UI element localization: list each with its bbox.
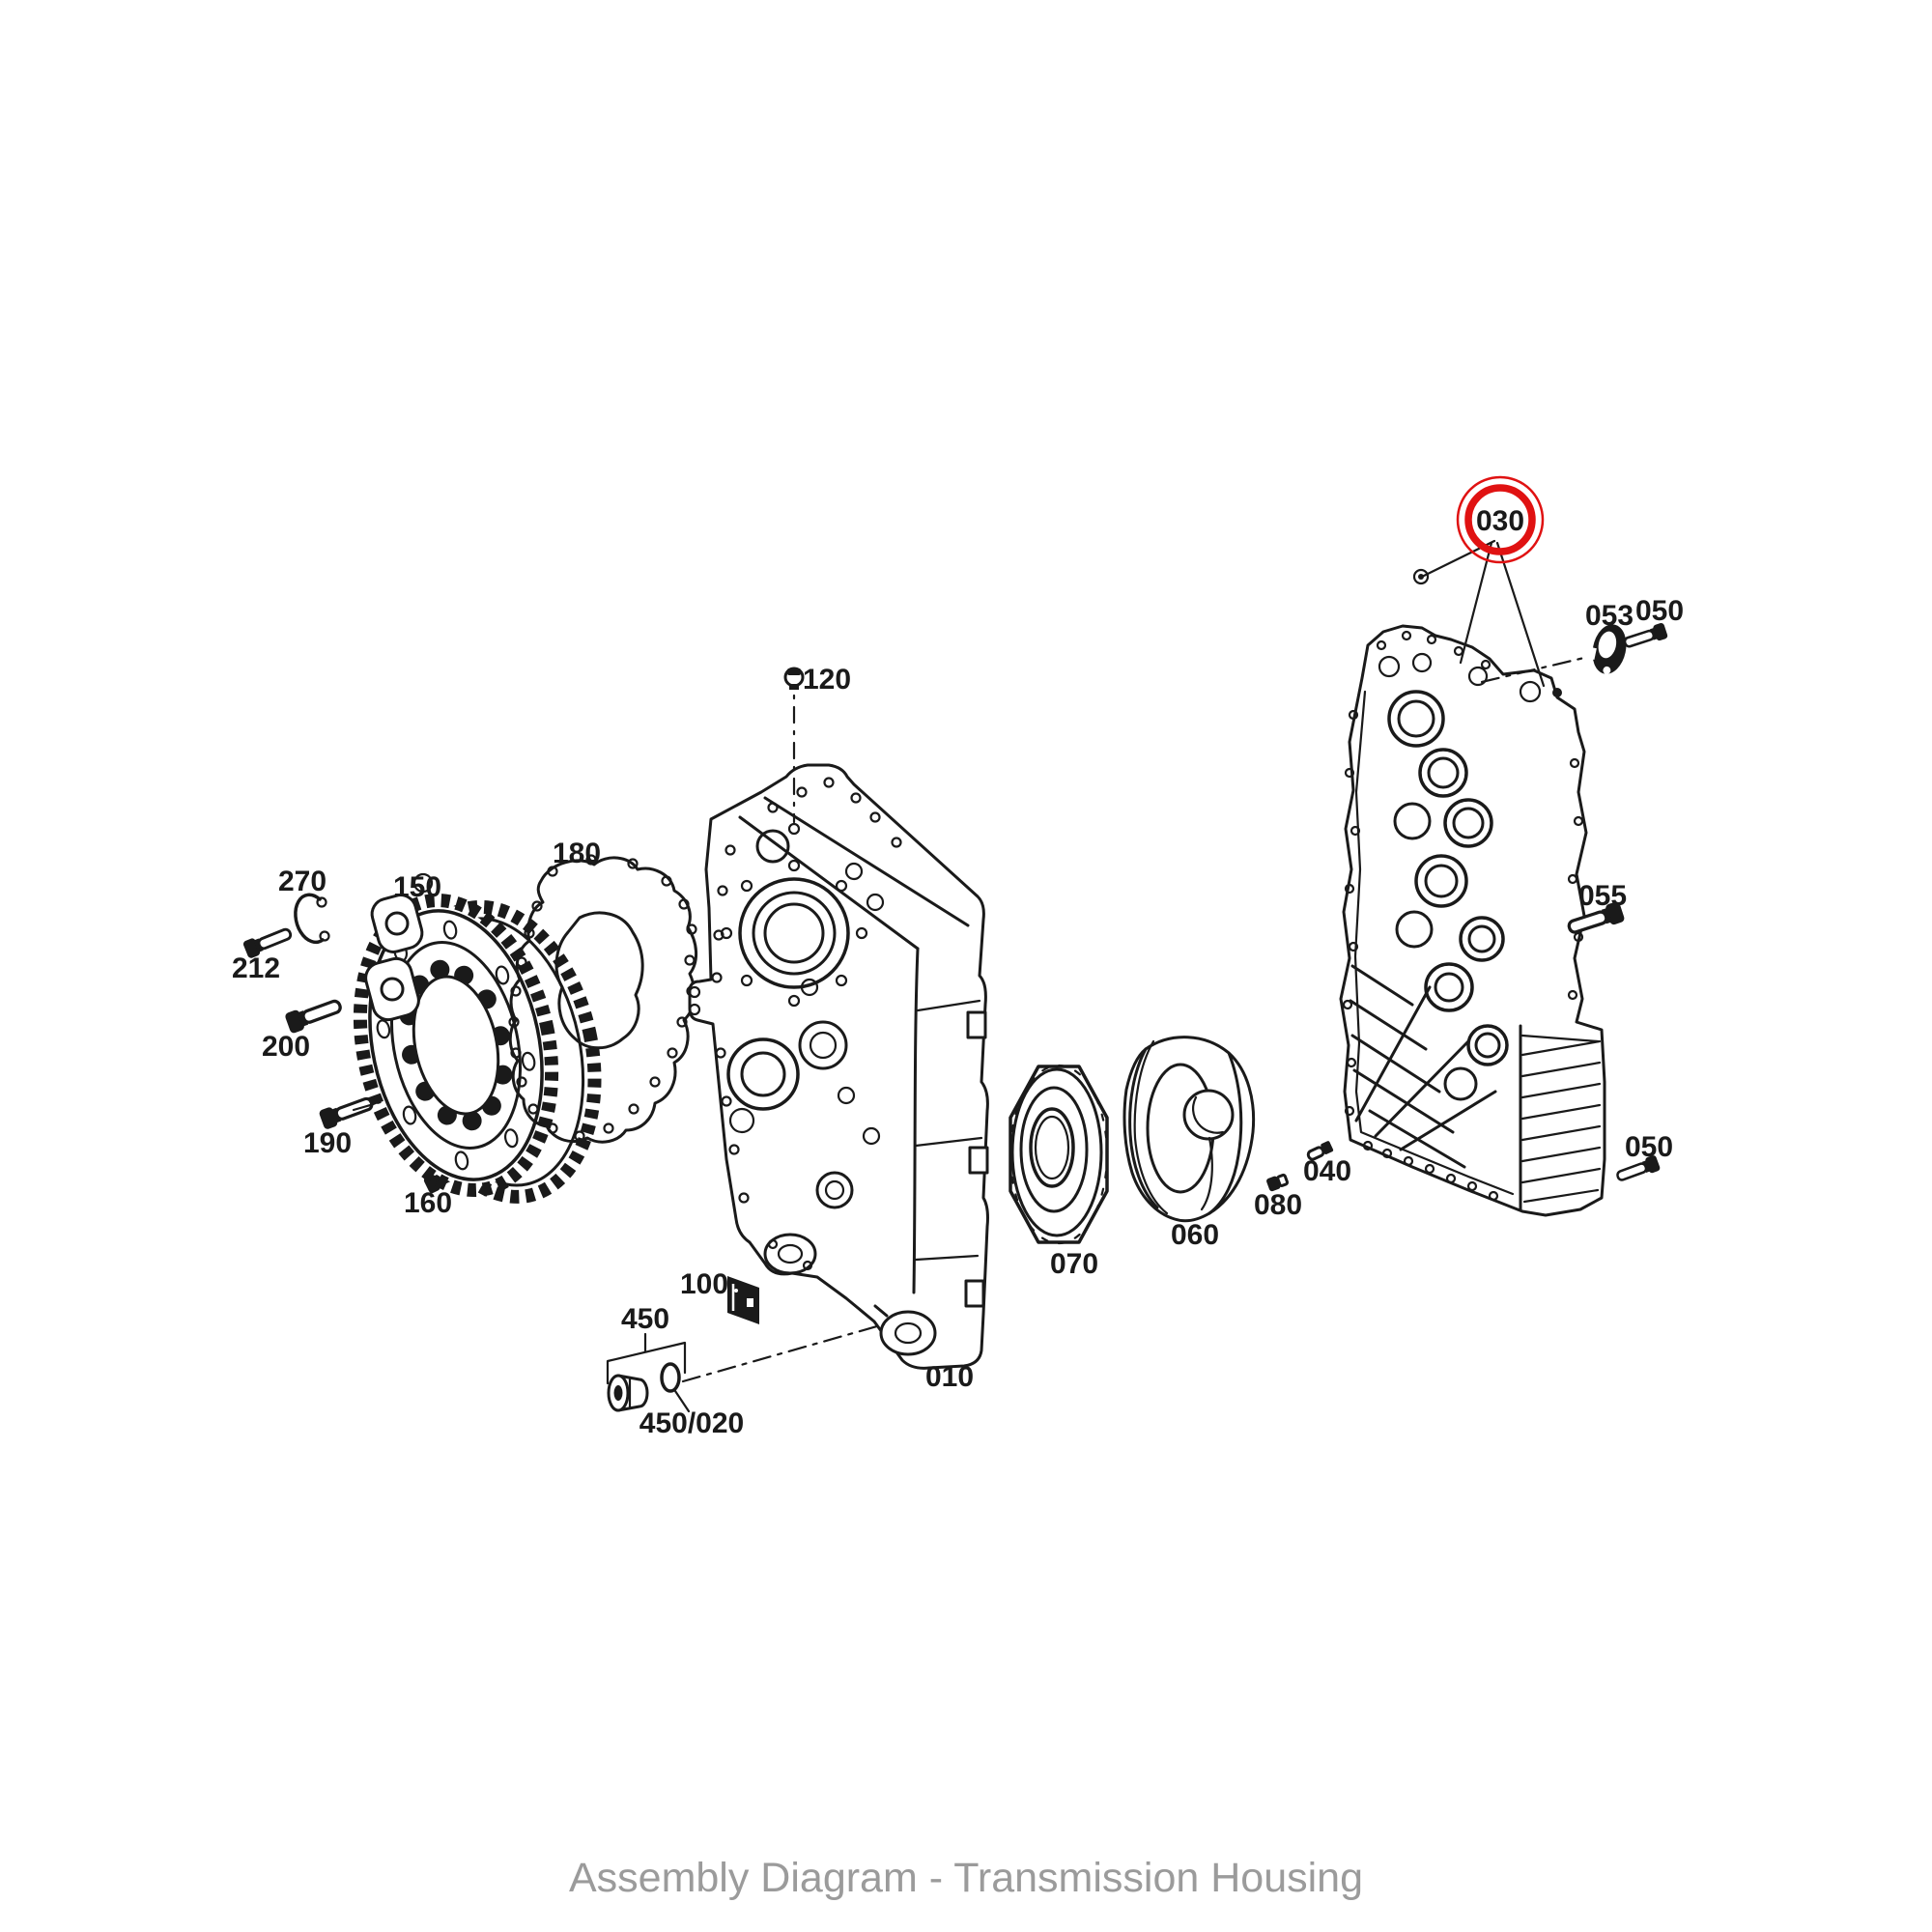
screw-dot <box>1412 568 1430 585</box>
part-label-190: 190 <box>303 1127 352 1159</box>
snap-ring-270 <box>294 893 330 945</box>
part-label-200: 200 <box>262 1031 310 1063</box>
part-label-450-020: 450/020 <box>639 1407 744 1439</box>
part-label-160: 160 <box>404 1187 452 1219</box>
highlight-callout-030 <box>1412 475 1590 697</box>
highlight-ring-outer <box>1456 475 1545 564</box>
part-label-070: 070 <box>1050 1248 1098 1280</box>
part-label-010: 010 <box>925 1361 974 1393</box>
part-label-040: 040 <box>1303 1155 1351 1187</box>
bolt-200 <box>282 993 346 1037</box>
plug-040 <box>1306 1141 1334 1161</box>
rivet-dot <box>1552 688 1562 697</box>
clip-053 <box>1587 624 1627 674</box>
part-label-050-top: 050 <box>1635 595 1684 627</box>
part-label-100: 100 <box>680 1268 728 1300</box>
part-label-050-bottom: 050 <box>1625 1131 1673 1163</box>
part-label-270: 270 <box>278 866 327 897</box>
nut-450 <box>607 1374 649 1412</box>
highlight-ring-bold <box>1464 484 1536 555</box>
part-label-060: 060 <box>1171 1219 1219 1251</box>
part-label-080: 080 <box>1254 1189 1302 1221</box>
part-label-030-highlighted: 030 <box>1476 505 1524 537</box>
part-label-053: 053 <box>1585 600 1634 632</box>
plug-080 <box>1266 1173 1290 1192</box>
converter-cover-060 <box>1122 1036 1256 1223</box>
gasket-180 <box>508 854 697 1144</box>
bolt-190 <box>316 1091 377 1132</box>
part-label-180: 180 <box>553 838 601 869</box>
valve-housing-030 <box>1339 624 1606 1217</box>
part-label-055: 055 <box>1578 880 1627 912</box>
drain-plug-kit-450 <box>606 1322 886 1413</box>
main-housing-010 <box>688 763 989 1370</box>
part-label-450: 450 <box>621 1303 669 1335</box>
id-plate-100 <box>727 1276 759 1324</box>
part-labels: 270 150 180 212 200 190 160 120 100 450 … <box>232 505 1684 1439</box>
o-ring-450-020 <box>660 1362 681 1393</box>
part-label-120: 120 <box>803 664 851 696</box>
round-cover-070 <box>1009 1064 1109 1245</box>
part-label-212: 212 <box>232 952 280 984</box>
breather-plug-120 <box>783 667 805 836</box>
clutch-gear-150 <box>353 872 602 1204</box>
part-label-150: 150 <box>393 871 441 903</box>
diagram-caption: Assembly Diagram - Transmission Housing <box>569 1855 1363 1901</box>
